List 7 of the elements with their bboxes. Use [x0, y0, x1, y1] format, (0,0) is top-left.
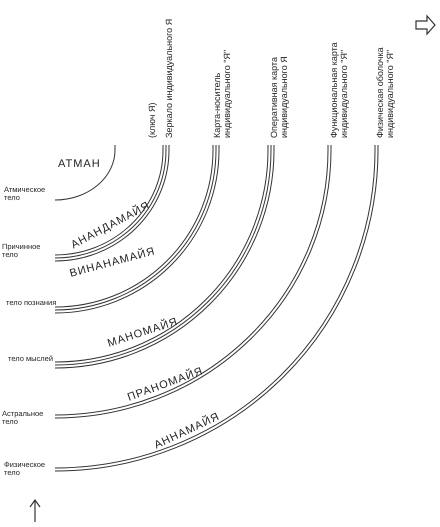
note: (ключ Я) — [148, 101, 158, 138]
layer-title: Функциональная карта индивидуального "Я" — [330, 41, 350, 138]
layer-title: Зеркало индивидуального Я — [165, 18, 175, 138]
layer-title: Физическая оболочка индивидуального "Я" — [376, 46, 396, 138]
layer-name: АТМАН — [58, 158, 101, 170]
layer-title: Оперативная карта индивидуального Я — [270, 55, 290, 138]
layer-title: Карта-носитель индивидуального "Я" — [213, 48, 233, 138]
